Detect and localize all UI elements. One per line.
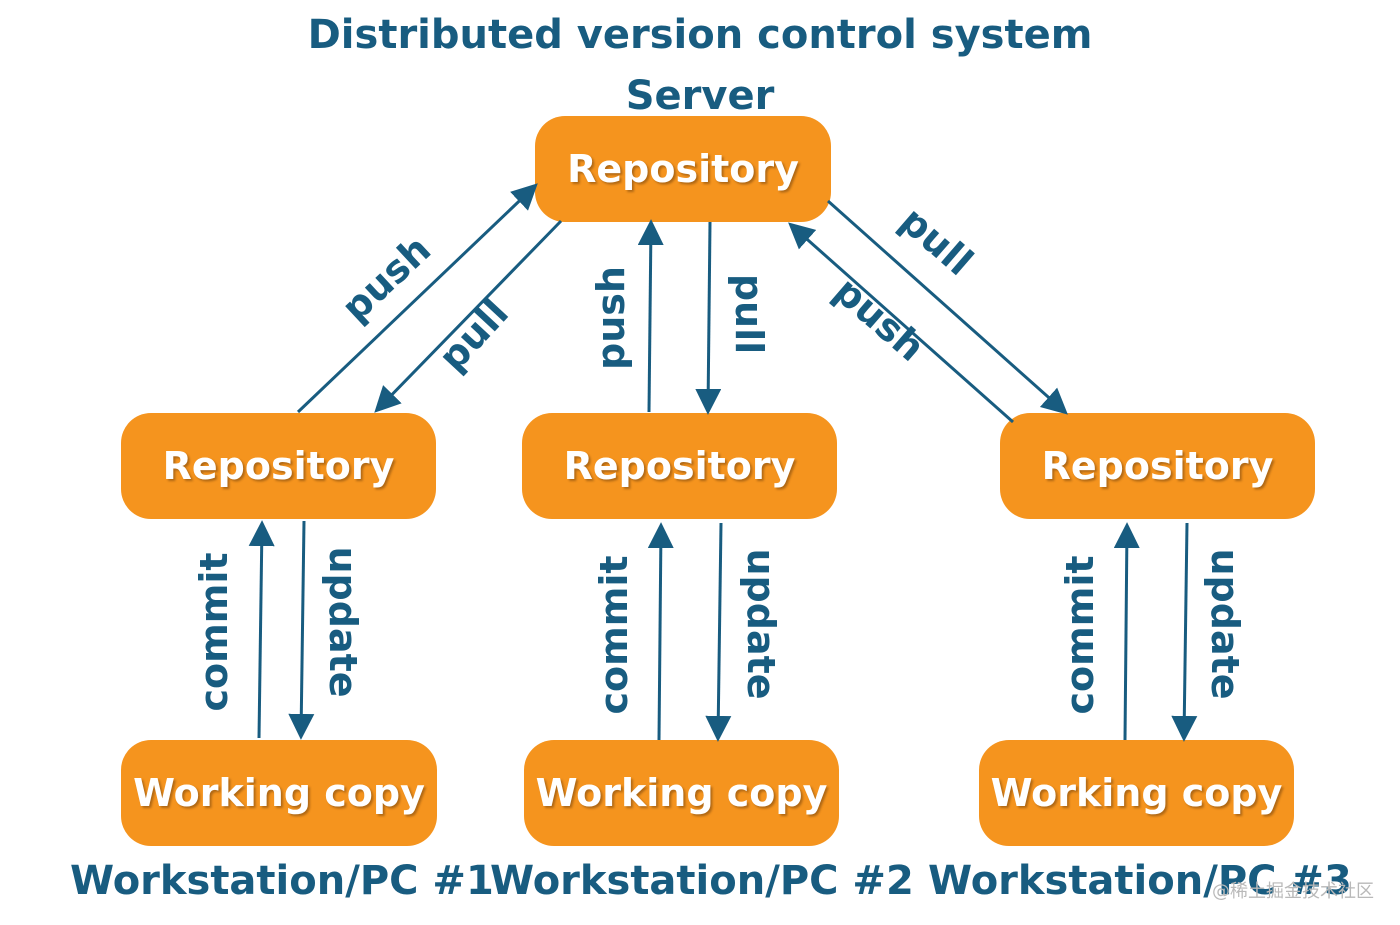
ws3-working-copy-box: Working copy: [979, 740, 1294, 846]
ws2-working-copy-box: Working copy: [524, 740, 839, 846]
ws2-update-arrow: [705, 522, 732, 742]
ws2-push-arrow: [637, 219, 664, 413]
server-label: Server: [625, 73, 775, 119]
diagram-title: Distributed version control system: [307, 12, 1093, 58]
ws1-push-arrow: [296, 183, 538, 414]
ws1-pull-arrow: [374, 219, 563, 413]
ws2-label: Workstation/PC #2: [490, 858, 914, 904]
ws2-commit-arrow: [647, 522, 674, 741]
ws2-push-label: push: [589, 266, 633, 370]
ws1-push-label: push: [333, 227, 439, 330]
ws1-commit-arrow: [248, 520, 275, 739]
ws2-update-label: update: [739, 548, 783, 699]
ws3-update-arrow: [1171, 522, 1198, 742]
ws2-pull-label: pull: [727, 274, 771, 354]
ws2-pull-arrow: [695, 221, 722, 415]
ws1-pull-label: pull: [430, 291, 517, 380]
ws3-commit-label: commit: [1058, 555, 1102, 714]
ws1-working-copy-box: Working copy: [121, 740, 437, 846]
ws1-update-label: update: [321, 546, 365, 697]
ws1-repository-box: Repository: [121, 413, 436, 519]
ws2-repository-box: Repository: [522, 413, 837, 519]
ws3-update-label: update: [1203, 548, 1247, 699]
watermark: @稀土掘金技术社区: [1212, 881, 1374, 902]
ws1-update-arrow: [288, 520, 315, 740]
ws3-repository-box: Repository: [1000, 413, 1315, 519]
ws3-pull-arrow: [827, 199, 1068, 415]
ws3-label: Workstation/PC #3: [928, 858, 1352, 904]
server-repository-box: Repository: [535, 116, 831, 222]
ws1-label: Workstation/PC #1: [70, 858, 494, 904]
ws1-commit-label: commit: [192, 552, 236, 711]
ws3-push-label: push: [826, 268, 933, 369]
ws3-commit-arrow: [1113, 522, 1140, 741]
ws2-commit-label: commit: [592, 555, 636, 714]
ws3-push-arrow: [788, 222, 1014, 424]
